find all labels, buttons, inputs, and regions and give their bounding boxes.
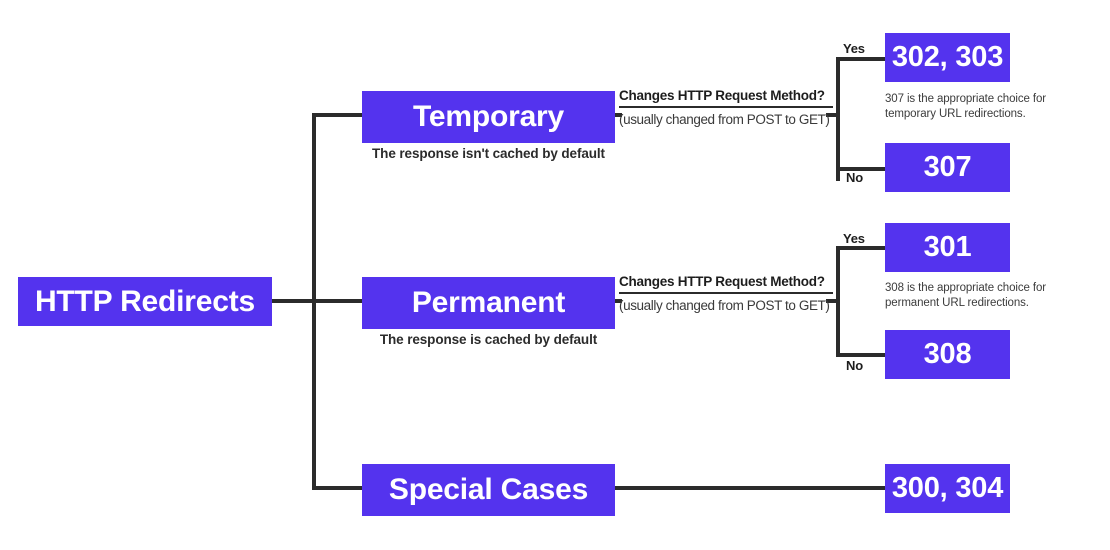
caption-temporary: The response isn't cached by default xyxy=(372,146,605,161)
node-permanent-label: Permanent xyxy=(411,286,566,319)
label-permanent-no: No xyxy=(846,358,863,373)
connector-question-trunk-temporary xyxy=(826,113,840,117)
connector-permanent-question xyxy=(612,299,622,303)
label-permanent-yes: Yes xyxy=(843,231,865,246)
question-temporary-divider xyxy=(619,106,833,108)
question-permanent-divider xyxy=(619,292,833,294)
node-http-redirects[interactable]: HTTP Redirects xyxy=(18,277,272,326)
label-temporary-no: No xyxy=(846,170,863,185)
connector-trunk-special xyxy=(312,486,364,490)
connector-trunk-permanent xyxy=(312,299,364,303)
node-code-301[interactable]: 301 xyxy=(885,223,1010,272)
node-code-302-303[interactable]: 302, 303 xyxy=(885,33,1010,82)
connector-trunk-temporary xyxy=(312,113,364,117)
node-temporary-label: Temporary xyxy=(412,100,565,133)
connector-permanent-yes xyxy=(836,246,886,250)
question-permanent-subtext: (usually changed from POST to GET) xyxy=(619,298,830,313)
question-temporary-text: Changes HTTP Request Method? xyxy=(619,88,825,103)
note-temporary: 307 is the appropriate choice for tempor… xyxy=(885,93,1046,120)
connector-temporary-yes xyxy=(836,57,886,61)
node-code-307-label: 307 xyxy=(923,151,972,183)
connector-temporary-no xyxy=(836,167,886,171)
connector-special-code xyxy=(612,486,888,490)
node-code-307[interactable]: 307 xyxy=(885,143,1010,192)
question-block-temporary: Changes HTTP Request Method? (usually ch… xyxy=(619,88,833,127)
node-code-300-304[interactable]: 300, 304 xyxy=(885,464,1010,513)
connector-permanent-no xyxy=(836,353,886,357)
node-http-redirects-label: HTTP Redirects xyxy=(34,284,256,318)
connector-temporary-question xyxy=(612,113,622,117)
node-code-308[interactable]: 308 xyxy=(885,330,1010,379)
node-code-302-303-label: 302, 303 xyxy=(891,41,1004,73)
node-code-308-label: 308 xyxy=(923,338,972,370)
node-special-cases[interactable]: Special Cases xyxy=(362,464,615,516)
question-permanent-text: Changes HTTP Request Method? xyxy=(619,274,825,289)
connector-trunk-permanent-branch xyxy=(836,246,840,356)
caption-permanent: The response is cached by default xyxy=(379,332,598,347)
question-temporary-subtext: (usually changed from POST to GET) xyxy=(619,112,830,127)
connector-question-trunk-permanent xyxy=(826,299,840,303)
node-special-cases-label: Special Cases xyxy=(388,473,589,506)
note-permanent: 308 is the appropriate choice for perman… xyxy=(885,282,1046,309)
node-temporary[interactable]: Temporary xyxy=(362,91,615,143)
connector-root-stub xyxy=(272,299,316,303)
node-code-301-label: 301 xyxy=(923,231,972,263)
label-temporary-yes: Yes xyxy=(843,41,865,56)
node-permanent[interactable]: Permanent xyxy=(362,277,615,329)
question-block-permanent: Changes HTTP Request Method? (usually ch… xyxy=(619,274,833,313)
node-code-300-304-label: 300, 304 xyxy=(891,472,1004,504)
connector-trunk-temporary-branch xyxy=(836,57,840,181)
